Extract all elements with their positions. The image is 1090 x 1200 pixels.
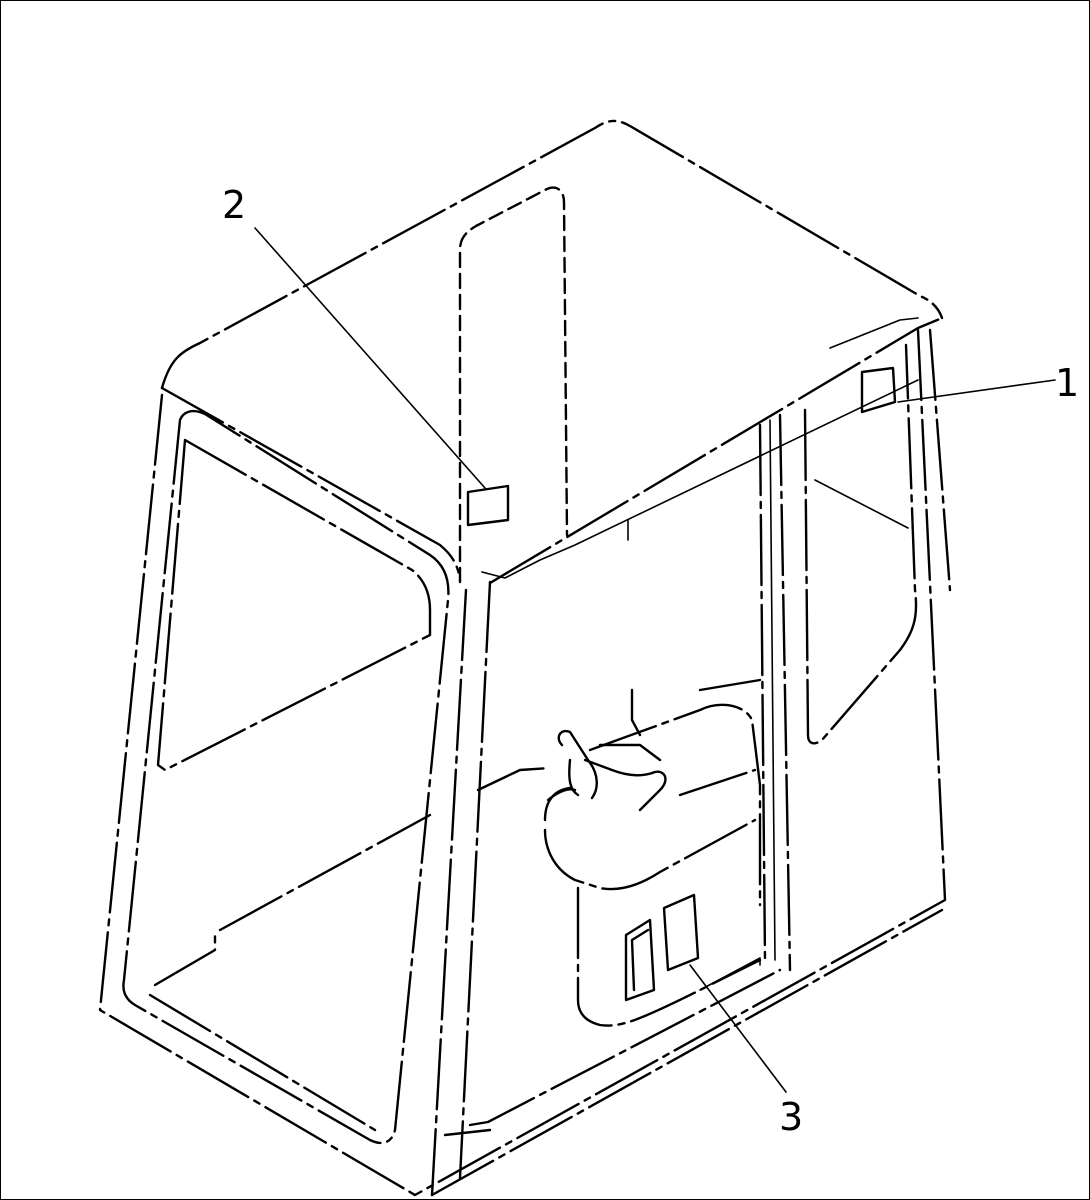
leader-line-2 xyxy=(254,227,486,489)
cab-roof xyxy=(160,119,944,585)
control-console xyxy=(543,703,762,1027)
callout-3: 3 xyxy=(779,1095,803,1139)
cab-left-side xyxy=(98,393,492,1197)
leader-line-1 xyxy=(897,379,1056,403)
decal-2 xyxy=(466,484,510,527)
rear-window-hidden-outline xyxy=(458,186,569,584)
leader-line-3 xyxy=(689,964,787,1093)
cab-interior-edges xyxy=(476,678,762,792)
decal-3 xyxy=(662,893,700,972)
callout-1: 1 xyxy=(1055,361,1079,405)
decal-1 xyxy=(860,366,897,414)
leader-lines xyxy=(254,227,1056,1093)
cab-front-side xyxy=(413,328,952,1197)
callout-2: 2 xyxy=(222,183,246,227)
